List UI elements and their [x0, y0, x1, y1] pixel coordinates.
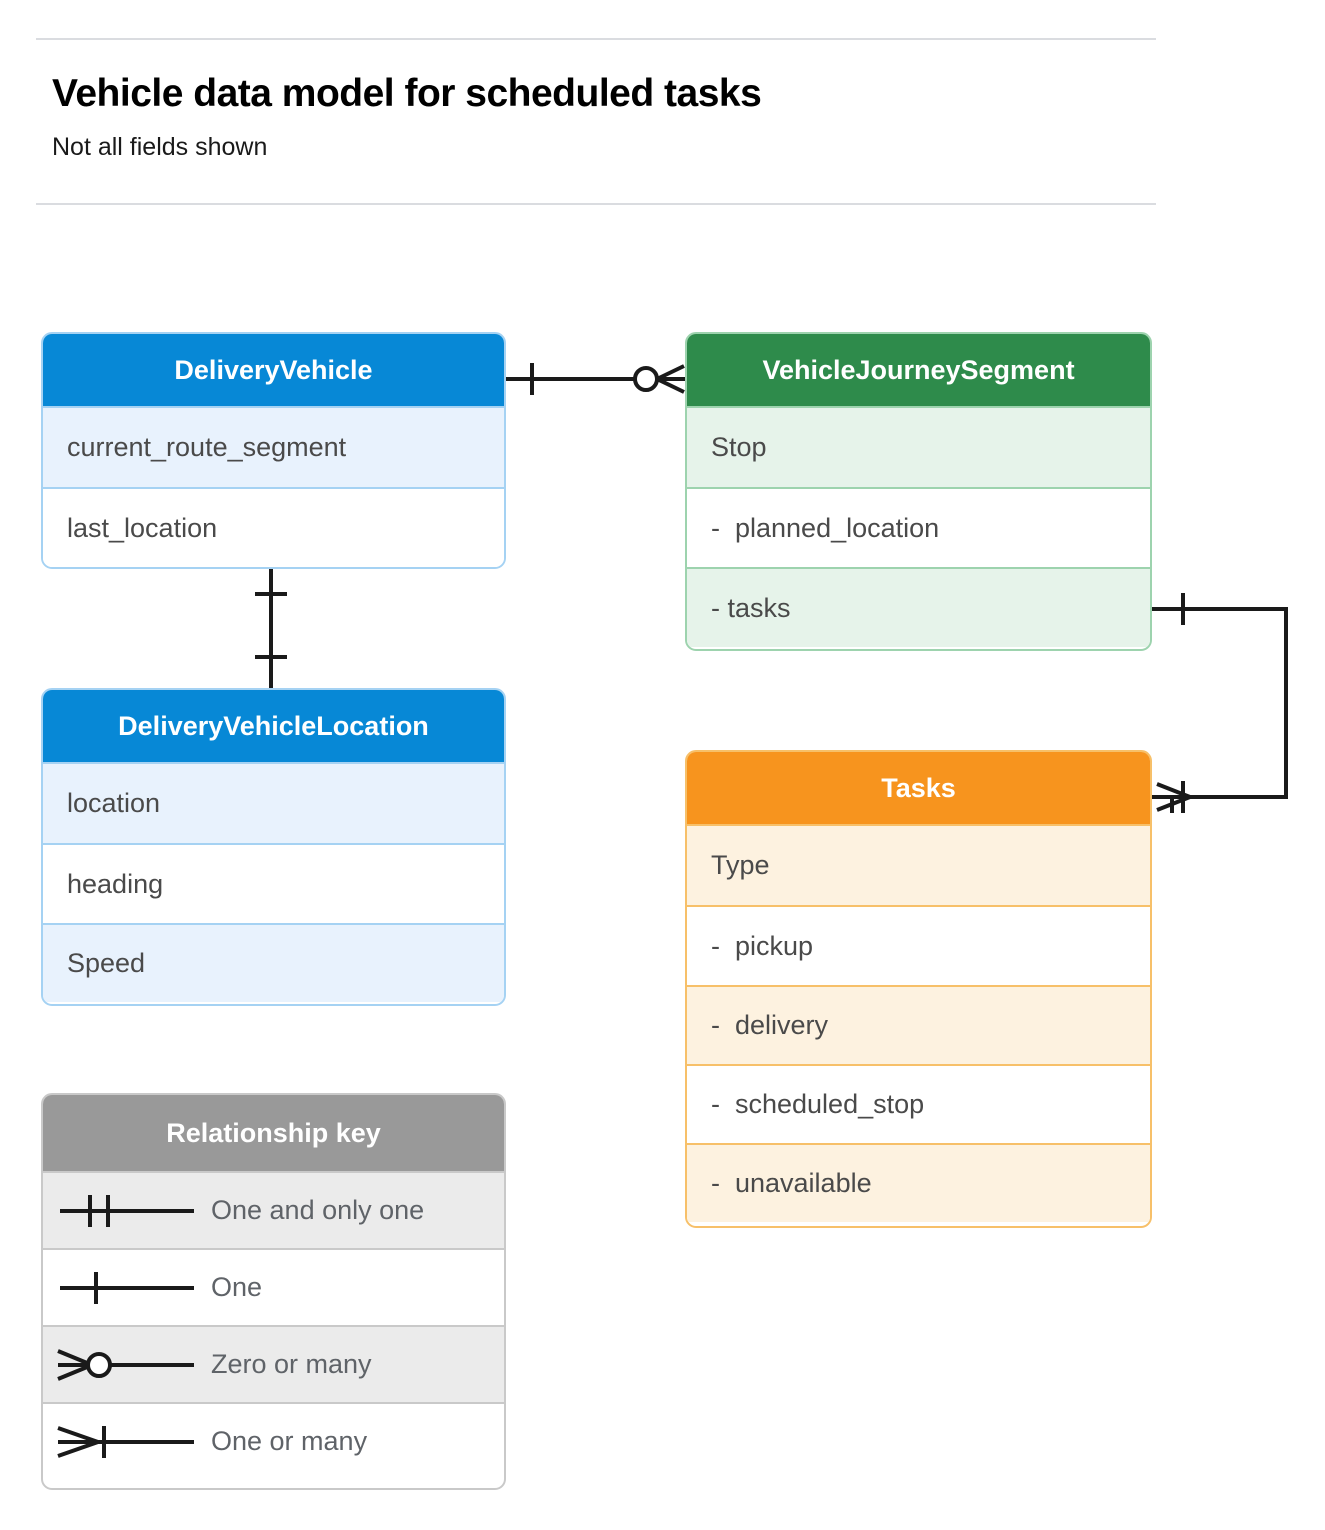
entity-header-delivery-vehicle: DeliveryVehicle — [43, 334, 504, 406]
entity-vehicle-journey-segment[interactable]: VehicleJourneySegment Stop - planned_loc… — [685, 332, 1152, 651]
header-divider-bottom — [36, 203, 1156, 205]
field-unavailable[interactable]: - unavailable — [687, 1143, 1150, 1222]
page-title: Vehicle data model for scheduled tasks — [52, 72, 762, 115]
page-subtitle: Not all fields shown — [52, 133, 268, 161]
legend-label-zero-or-many: Zero or many — [211, 1349, 372, 1379]
field-speed[interactable]: Speed — [43, 923, 504, 1002]
entity-delivery-vehicle-location[interactable]: DeliveryVehicleLocation location heading… — [41, 688, 506, 1006]
field-current-route-segment[interactable]: current_route_segment — [43, 406, 504, 487]
field-delivery[interactable]: - delivery — [687, 985, 1150, 1064]
field-pickup[interactable]: - pickup — [687, 905, 1150, 985]
entity-delivery-vehicle[interactable]: DeliveryVehicle current_route_segment la… — [41, 332, 506, 569]
relationship-vehicle-to-journey-segment — [506, 363, 685, 395]
one-icon — [43, 1250, 211, 1325]
legend-title: Relationship key — [43, 1095, 504, 1171]
field-location[interactable]: location — [43, 762, 504, 843]
field-stop[interactable]: Stop — [687, 406, 1150, 487]
field-tasks[interactable]: - tasks — [687, 567, 1150, 647]
legend-label-one: One — [211, 1272, 263, 1302]
entity-header-tasks: Tasks — [687, 752, 1150, 824]
zero-or-many-icon — [43, 1327, 211, 1402]
entity-header-delivery-vehicle-location: DeliveryVehicleLocation — [43, 690, 504, 762]
one-or-many-icon — [43, 1404, 211, 1479]
one-and-only-one-icon — [43, 1173, 211, 1248]
legend-relationship-key: Relationship key One and only one One — [41, 1093, 506, 1490]
entity-header-vehicle-journey-segment: VehicleJourneySegment — [687, 334, 1150, 406]
header-divider-top — [36, 38, 1156, 40]
legend-row-one-or-many: One or many — [43, 1402, 504, 1479]
legend-row-one-and-only-one: One and only one — [43, 1171, 504, 1248]
legend-row-zero-or-many: Zero or many — [43, 1325, 504, 1402]
field-type[interactable]: Type — [687, 824, 1150, 905]
legend-row-one: One — [43, 1248, 504, 1325]
relationship-journey-segment-to-tasks — [1152, 593, 1288, 813]
legend-label-one-or-many: One or many — [211, 1426, 368, 1456]
relationship-vehicle-to-vehicle-location — [255, 569, 287, 688]
legend-label-one-and-only-one: One and only one — [211, 1195, 425, 1225]
field-planned-location[interactable]: - planned_location — [687, 487, 1150, 567]
field-last-location[interactable]: last_location — [43, 487, 504, 567]
entity-tasks[interactable]: Tasks Type - pickup - delivery - schedul… — [685, 750, 1152, 1228]
field-heading[interactable]: heading — [43, 843, 504, 923]
field-scheduled-stop[interactable]: - scheduled_stop — [687, 1064, 1150, 1143]
